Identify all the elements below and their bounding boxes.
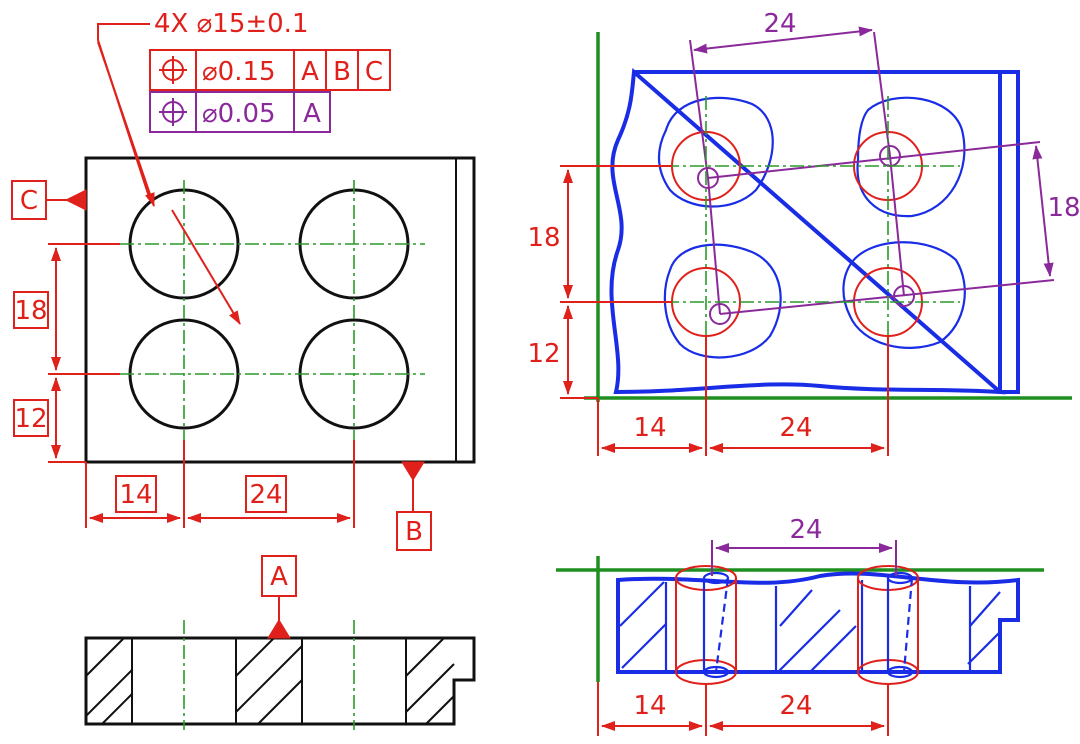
feature-control-frame-1: ⌀0.15 A B C	[149, 49, 391, 91]
fcf1-datum-1: A	[301, 57, 319, 87]
hole-callout: 4X ⌀15±0.1 ⌀0.15 A B C	[149, 9, 391, 133]
actual-section-hatch	[619, 581, 1001, 673]
dim-section-bottom-24-text: 24	[779, 691, 812, 721]
fcf1-datum-3: C	[365, 57, 383, 87]
actual-section-outline	[616, 571, 1020, 674]
dim-box-18	[13, 291, 49, 329]
plate-outline	[84, 156, 476, 464]
datum-a-label: A	[270, 562, 288, 592]
tolerance-cylinder-left	[675, 565, 737, 685]
left-section-view: A	[84, 555, 476, 730]
dim-box-14	[115, 475, 157, 513]
right-plan-view: 24 18 18 12 14 24	[527, 9, 1080, 456]
dim-section-top-24-text: 24	[789, 515, 822, 545]
dim-box-12	[13, 399, 49, 437]
left-plan-view: 18 12 14 24 C B	[11, 23, 476, 551]
datum-a-triangle	[267, 619, 291, 639]
dim-left-12-text: 12	[527, 339, 560, 369]
dim-top-24-text: 24	[763, 9, 796, 39]
callout-leader-2	[171, 209, 241, 325]
dim-box-24	[245, 475, 287, 513]
fcf1-tolerance: ⌀0.15	[202, 57, 276, 87]
position-icon	[159, 98, 187, 126]
dim-bottom-24-text: 24	[779, 413, 812, 443]
dim-18-text: 18	[14, 296, 47, 326]
dim-line-right-18	[1032, 145, 1054, 277]
fcf1-datum-2: B	[333, 57, 351, 87]
tolerance-cylinder-right	[857, 565, 919, 685]
callout-leader-arrow	[97, 41, 155, 207]
dim-right-18-text: 18	[1047, 193, 1080, 223]
datum-b-box	[396, 511, 432, 551]
dim-left-18-text: 18	[527, 223, 560, 253]
fcf2-tolerance: ⌀0.05	[202, 99, 276, 129]
datum-c-label: C	[20, 186, 38, 216]
actual-hole-bl	[663, 243, 782, 359]
hole-spec-text: 4X ⌀15±0.1	[154, 9, 309, 39]
actual-hole-tr	[856, 96, 966, 218]
datum-b-triangle	[401, 461, 425, 481]
section-hatch	[85, 637, 455, 725]
dim-line-top-24	[693, 26, 873, 54]
right-section-view: 24 14 24	[556, 515, 1044, 736]
datum-b-label: B	[405, 517, 423, 547]
dim-bottom-14-text: 14	[633, 413, 666, 443]
fcf2-datum-1: A	[303, 99, 321, 129]
actual-hole-br	[842, 241, 966, 349]
feature-control-frame-2: ⌀0.05 A	[149, 91, 331, 133]
dim-24-text: 24	[249, 480, 282, 510]
datum-c-triangle	[64, 189, 87, 211]
dim-14-text: 14	[119, 480, 152, 510]
section-outline	[84, 636, 476, 726]
datum-a-box	[261, 555, 297, 597]
dim-12-text: 12	[14, 404, 47, 434]
dim-section-bottom-14-text: 14	[633, 691, 666, 721]
position-icon	[159, 56, 187, 84]
datum-c-box	[11, 180, 47, 220]
actual-hole-tl	[657, 96, 774, 208]
